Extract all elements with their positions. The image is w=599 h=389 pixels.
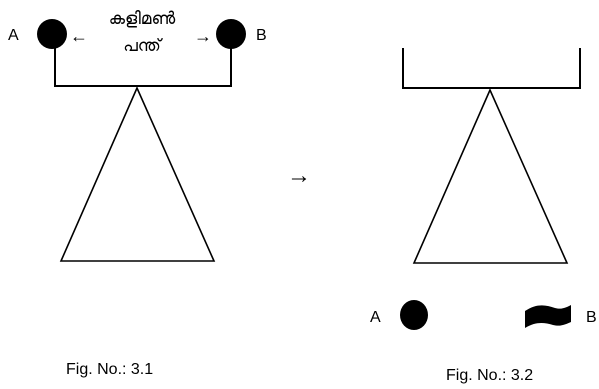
- figure-3-2: A B Fig. No.: 3.2: [370, 48, 597, 384]
- clay-ball-b: [216, 19, 246, 49]
- clay-ball-label-line2: പന്ത്: [123, 36, 163, 56]
- left-arrow: ←: [70, 26, 88, 46]
- label-a: A: [8, 27, 19, 44]
- caption-fig-3-2: Fig. No.: 3.2: [446, 367, 533, 384]
- caption-fig-3-1: Fig. No.: 3.1: [66, 361, 153, 378]
- clay-ball-label-line1: കളിമൺ: [109, 9, 176, 29]
- flattened-clay-b: [525, 305, 571, 328]
- label-b: B: [256, 27, 267, 44]
- fulcrum-triangle: [59, 86, 216, 262]
- right-arrow: →: [194, 26, 212, 46]
- label-b: B: [586, 309, 597, 326]
- label-a: A: [370, 309, 381, 326]
- fulcrum-triangle: [412, 88, 569, 264]
- clay-ball-a: [37, 19, 67, 49]
- balance-beam: [54, 46, 232, 87]
- transition-arrow: →: [287, 162, 311, 189]
- balance-beam: [402, 48, 581, 89]
- figure-3-1: A B ← → കളിമൺ പന്ത് Fig. No.: 3.1: [8, 9, 267, 378]
- clay-ball-a: [400, 300, 428, 330]
